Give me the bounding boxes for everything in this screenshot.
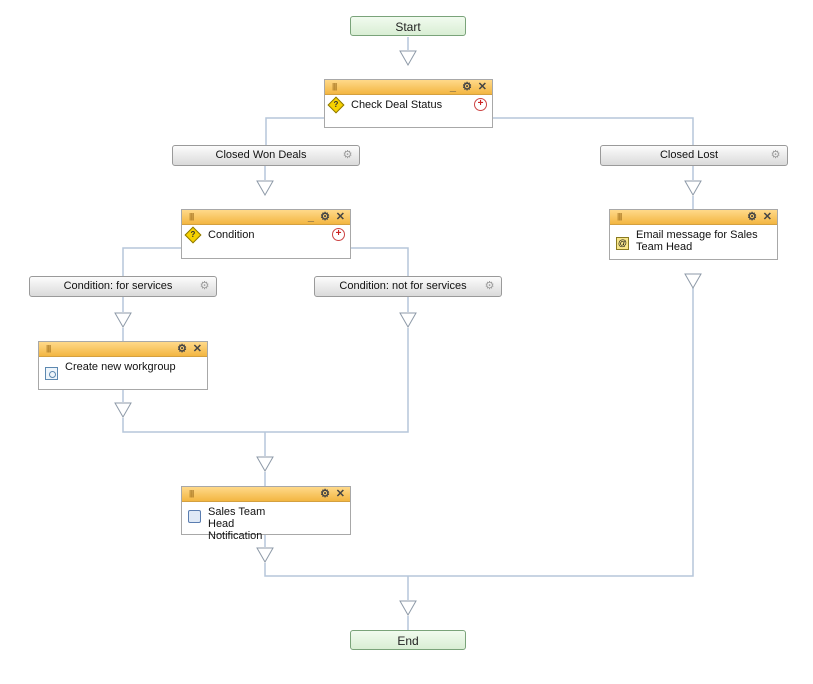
create-workgroup-block[interactable]: |||| ⚙ ✕ Create new workgroup <box>38 341 208 390</box>
add-branch-icon[interactable]: + <box>474 98 487 111</box>
arrow-6 <box>399 312 417 329</box>
email-icon: @ <box>616 237 629 250</box>
condition-icon: ? <box>327 96 345 114</box>
drag-handle-icon[interactable]: |||| <box>189 212 194 221</box>
gear-icon[interactable]: ⚙ <box>320 211 330 223</box>
drag-handle-icon[interactable]: |||| <box>617 212 622 221</box>
branch-closed-lost[interactable]: Closed Lost ⚙ <box>600 145 788 166</box>
block-label: Sales Team Head Notification <box>208 506 266 542</box>
close-icon[interactable]: ✕ <box>335 211 345 223</box>
email-message-block[interactable]: |||| ⚙ ✕ @ Email message for Sales Team … <box>609 209 778 260</box>
gear-icon[interactable]: ⚙ <box>484 280 495 292</box>
branch-label: Closed Won Deals <box>215 149 307 161</box>
notification-block[interactable]: |||| ⚙ ✕ Sales Team Head Notification <box>181 486 351 542</box>
branch-closed-won[interactable]: Closed Won Deals ⚙ <box>172 145 360 166</box>
block-header[interactable]: |||| ⚙ ✕ <box>610 210 777 225</box>
arrow-4 <box>684 273 702 290</box>
end-node[interactable]: End <box>350 630 466 650</box>
close-icon[interactable]: ✕ <box>335 488 345 500</box>
arrow-3 <box>684 180 702 197</box>
block-body: Create new workgroup <box>39 357 207 380</box>
gear-icon[interactable]: ⚙ <box>747 211 757 223</box>
task-icon <box>45 367 58 380</box>
gear-icon[interactable]: ⚙ <box>770 149 781 161</box>
arrow-1 <box>399 50 417 67</box>
arrow-10 <box>399 600 417 617</box>
gear-icon[interactable]: ⚙ <box>320 488 330 500</box>
arrow-8 <box>256 456 274 473</box>
block-body: ? Check Deal Status + <box>325 95 492 114</box>
condition-icon: ? <box>184 226 202 244</box>
close-icon[interactable]: ✕ <box>762 211 772 223</box>
arrow-9 <box>256 547 274 564</box>
close-icon[interactable]: ✕ <box>192 343 202 355</box>
block-header[interactable]: |||| _ ⚙ ✕ <box>325 80 492 95</box>
block-header[interactable]: |||| ⚙ ✕ <box>39 342 207 357</box>
branch-for-services[interactable]: Condition: for services ⚙ <box>29 276 217 297</box>
branch-not-for-services[interactable]: Condition: not for services ⚙ <box>314 276 502 297</box>
block-body: ? Condition + <box>182 225 350 244</box>
drag-handle-icon[interactable]: |||| <box>189 489 194 498</box>
drag-handle-icon[interactable]: |||| <box>332 82 337 91</box>
arrow-5 <box>114 312 132 329</box>
block-label: Check Deal Status <box>351 99 443 111</box>
branch-label: Condition: not for services <box>339 280 467 292</box>
minimize-icon[interactable]: _ <box>307 211 314 223</box>
check-deal-status-block[interactable]: |||| _ ⚙ ✕ ? Check Deal Status + <box>324 79 493 128</box>
add-branch-icon[interactable]: + <box>332 228 345 241</box>
branch-label: Closed Lost <box>659 149 719 161</box>
minimize-icon[interactable]: _ <box>449 81 456 93</box>
block-label: Create new workgroup <box>65 361 176 373</box>
drag-handle-icon[interactable]: |||| <box>46 344 51 353</box>
arrow-7 <box>114 402 132 419</box>
gear-icon[interactable]: ⚙ <box>199 280 210 292</box>
branch-label: Condition: for services <box>63 280 173 292</box>
arrow-2 <box>256 180 274 197</box>
gear-icon[interactable]: ⚙ <box>177 343 187 355</box>
notification-icon <box>188 510 201 523</box>
condition-block[interactable]: |||| _ ⚙ ✕ ? Condition + <box>181 209 351 259</box>
close-icon[interactable]: ✕ <box>477 81 487 93</box>
block-header[interactable]: |||| ⚙ ✕ <box>182 487 350 502</box>
block-body: @ Email message for Sales Team Head <box>610 225 777 253</box>
gear-icon[interactable]: ⚙ <box>462 81 472 93</box>
gear-icon[interactable]: ⚙ <box>342 149 353 161</box>
block-header[interactable]: |||| _ ⚙ ✕ <box>182 210 350 225</box>
start-node[interactable]: Start <box>350 16 466 36</box>
block-label: Email message for Sales Team Head <box>636 229 758 253</box>
block-label: Condition <box>208 229 255 241</box>
block-body: Sales Team Head Notification <box>182 502 350 542</box>
